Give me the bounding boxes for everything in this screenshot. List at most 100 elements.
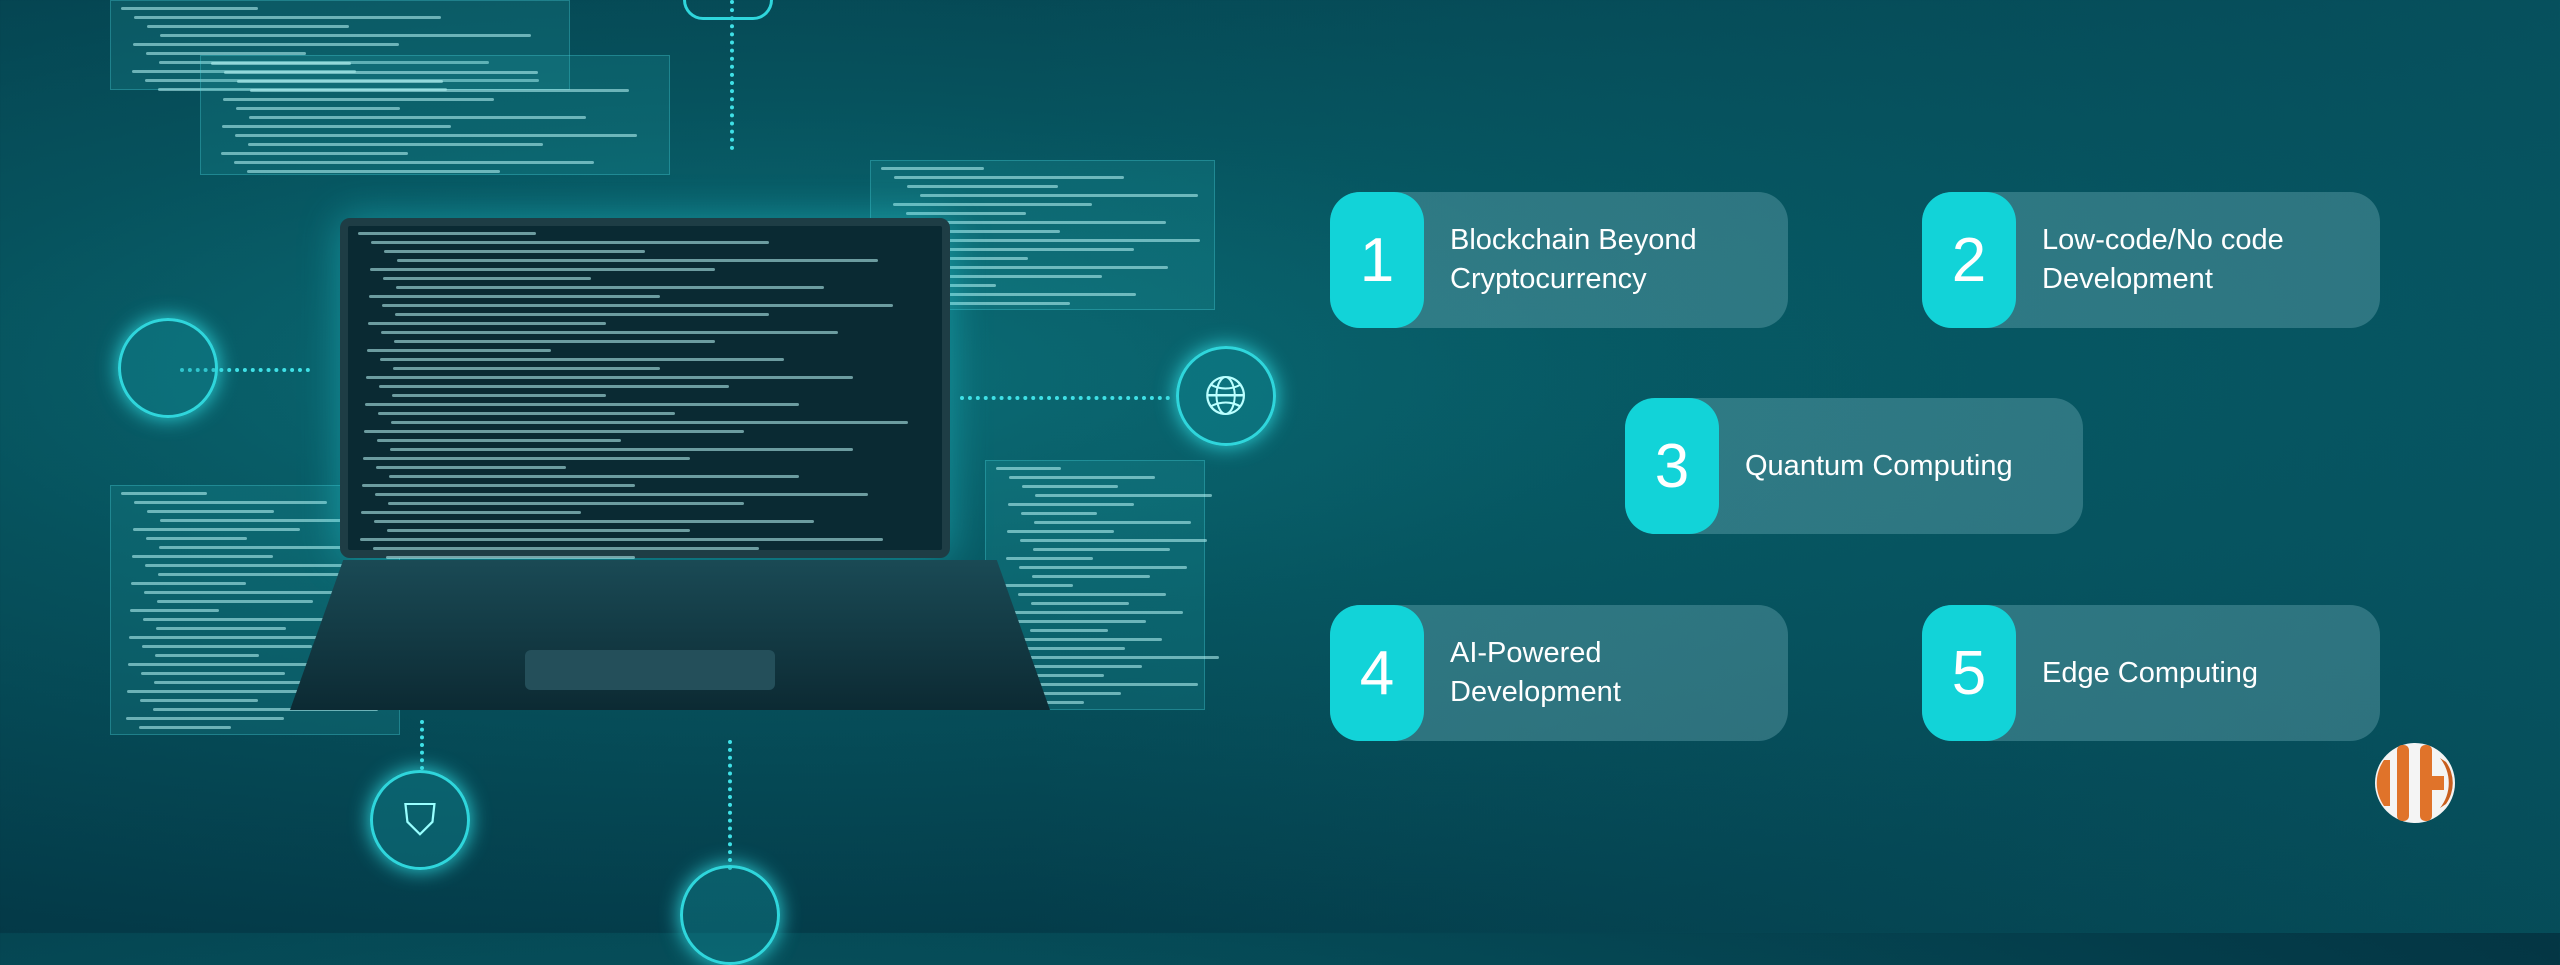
item-number: 1	[1330, 192, 1424, 328]
code-line	[375, 493, 869, 496]
item-number: 2	[1922, 192, 2016, 328]
list-item-1: 1 Blockchain Beyond Cryptocurrency	[1330, 192, 1788, 328]
code-line	[396, 286, 824, 289]
code-line	[250, 89, 630, 92]
trackpad	[525, 650, 775, 690]
code-line	[387, 529, 690, 532]
code-line	[370, 268, 715, 271]
code-line	[904, 266, 1169, 269]
code-line	[1032, 575, 1150, 578]
code-line	[160, 519, 394, 522]
code-line	[158, 573, 340, 576]
code-line	[1029, 656, 1219, 659]
code-line	[906, 212, 1027, 215]
code-line	[397, 259, 879, 262]
code-line	[395, 313, 770, 316]
code-line	[391, 421, 908, 424]
code-line	[142, 645, 312, 648]
code-line	[1003, 638, 1163, 641]
code-line	[145, 564, 393, 567]
code-line	[364, 430, 745, 433]
code-line	[222, 125, 452, 128]
code-line	[128, 663, 339, 666]
code-line	[237, 80, 443, 83]
code-line	[358, 232, 537, 235]
code-line	[141, 672, 285, 675]
code-line	[1015, 674, 1105, 677]
code-line	[380, 358, 784, 361]
code-line	[154, 681, 405, 684]
code-line	[146, 537, 247, 540]
code-line	[1035, 494, 1212, 497]
code-line	[223, 98, 495, 101]
code-line	[389, 475, 799, 478]
code-line	[247, 170, 500, 173]
code-line	[360, 538, 883, 541]
code-line	[366, 376, 854, 379]
code-line	[381, 331, 839, 334]
code-line	[392, 394, 606, 397]
code-line	[159, 546, 367, 549]
code-line	[369, 295, 661, 298]
code-line	[891, 257, 1029, 260]
item-label: Quantum Computing	[1745, 449, 2013, 482]
code-line	[140, 699, 259, 702]
code-line	[1020, 539, 1208, 542]
code-line	[388, 502, 745, 505]
code-line	[1019, 566, 1187, 569]
code-line	[368, 322, 606, 325]
code-line	[235, 134, 638, 137]
code-line	[894, 176, 1124, 179]
code-line	[121, 492, 208, 495]
code-line	[1033, 548, 1171, 551]
item-label: Blockchain Beyond Cryptocurrency	[1450, 224, 1697, 295]
item-label: AI-Powered Development	[1450, 637, 1621, 708]
code-line	[373, 547, 760, 550]
code-line	[132, 555, 274, 558]
code-line	[382, 304, 893, 307]
code-line	[127, 690, 312, 693]
code-line	[144, 591, 366, 594]
code-line	[393, 367, 661, 370]
code-line	[362, 484, 636, 487]
code-line	[1022, 485, 1118, 488]
code-line	[1009, 476, 1156, 479]
code-line	[996, 467, 1062, 470]
lock-top-icon	[683, 0, 773, 20]
brand-logo	[2375, 743, 2455, 823]
code-line	[1017, 620, 1146, 623]
item-number: 4	[1330, 605, 1424, 741]
connector-line	[960, 396, 1170, 400]
code-line	[881, 167, 984, 170]
code-line	[919, 221, 1166, 224]
code-line	[1031, 602, 1130, 605]
code-line	[376, 466, 567, 469]
code-line	[248, 143, 543, 146]
code-line	[1034, 521, 1191, 524]
code-line	[916, 302, 1071, 305]
code-line	[384, 250, 646, 253]
connector-line	[730, 0, 734, 150]
code-line	[143, 618, 339, 621]
code-line	[236, 107, 400, 110]
list-item-2: 2 Low-code/No code Development	[1922, 192, 2380, 328]
code-line	[361, 511, 581, 514]
connector-line	[420, 720, 424, 770]
code-line	[905, 239, 1200, 242]
code-line	[365, 403, 799, 406]
code-line	[157, 600, 313, 603]
code-line	[155, 654, 259, 657]
code-line	[160, 34, 531, 37]
code-line	[1016, 647, 1125, 650]
code-line	[224, 71, 538, 74]
code-line	[130, 609, 220, 612]
code-line	[371, 241, 769, 244]
code-line	[383, 277, 591, 280]
code-line	[903, 293, 1137, 296]
code-line	[367, 349, 552, 352]
code-line	[390, 448, 854, 451]
code-line	[146, 52, 307, 55]
laptop-screen	[340, 218, 950, 559]
code-line	[1001, 692, 1121, 695]
code-line	[363, 457, 690, 460]
